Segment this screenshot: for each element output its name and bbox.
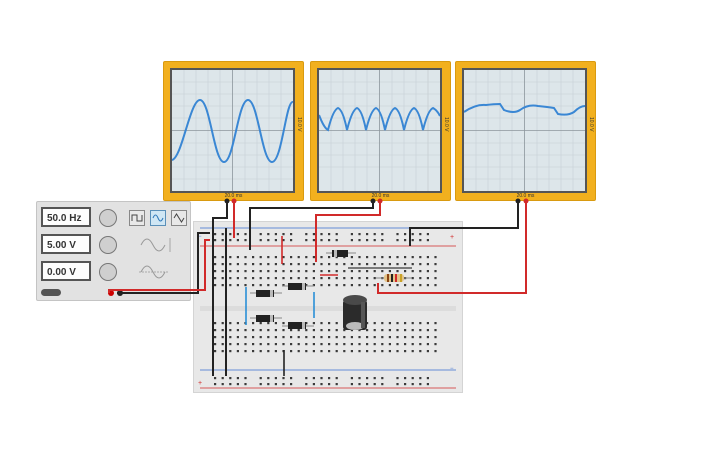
wire-generator-negative [117, 232, 210, 294]
oscilloscope-3-trace [463, 102, 586, 116]
oscilloscope-3-volt-label: 10.0 V [588, 117, 594, 132]
sine-wave-icon [152, 214, 164, 222]
oscilloscope-2-graph [318, 70, 441, 191]
frequency-display: 50.0 Hz [41, 207, 91, 227]
resistor [376, 274, 412, 282]
oscilloscope-1-screen [170, 68, 295, 193]
oscilloscope-2[interactable]: 10.0 V 20.0 ms [310, 61, 451, 201]
oscilloscope-3-screen [462, 68, 587, 193]
scope3-red-probe [523, 198, 529, 204]
square-wave-icon [131, 214, 143, 222]
diode-4 [282, 322, 314, 329]
triangle-wave-button[interactable] [171, 210, 187, 226]
wire-scope3-red [377, 201, 527, 294]
breadboard[interactable]: − + − + [193, 221, 463, 393]
oscilloscope-1-graph [171, 70, 294, 191]
output-positive-terminal[interactable] [108, 290, 114, 296]
square-wave-button[interactable] [129, 210, 145, 226]
oscilloscope-3-time-label: 20.0 ms [516, 193, 535, 199]
wire-scope2-black [249, 201, 374, 250]
wire-generator-positive [108, 239, 210, 293]
sine-wave-button[interactable] [150, 210, 166, 226]
wire-scope2-red [315, 201, 381, 262]
amplitude-icon [140, 238, 171, 252]
diode-3 [250, 315, 282, 322]
oscilloscope-1-time-label: 20.0 ms [224, 193, 243, 199]
oscilloscope-1-trace [171, 98, 294, 164]
oscilloscope-2-volt-label: 10.0 V [443, 117, 449, 132]
function-generator[interactable]: 50.0 Hz 5.00 V 0.00 V [36, 201, 191, 301]
rail-minus-bottom: − [450, 366, 454, 372]
amplitude-display: 5.00 V [41, 234, 91, 254]
breadboard-holes [200, 227, 456, 389]
diode-5 [326, 250, 356, 257]
rail-minus-top: − [198, 234, 202, 240]
oscilloscope-2-time-label: 20.0 ms [371, 193, 390, 199]
amplitude-knob[interactable] [99, 236, 117, 254]
oscilloscope-2-trace [318, 106, 441, 132]
scope2-red-probe [377, 198, 383, 204]
diode-2 [282, 283, 314, 290]
triangle-wave-icon [173, 213, 185, 223]
scope1-black-probe [224, 198, 230, 204]
capacitor [343, 295, 367, 330]
oscilloscope-2-screen [317, 68, 442, 193]
oscilloscope-1[interactable]: 10.0 V 20.0 ms [163, 61, 304, 201]
scope2-black-probe [370, 198, 376, 204]
oscilloscope-3-graph [463, 70, 586, 191]
scope3-black-probe [515, 198, 521, 204]
offset-icon [139, 265, 169, 279]
dc-offset-display: 0.00 V [41, 261, 91, 281]
diode-1 [250, 290, 282, 297]
dc-offset-knob[interactable] [99, 263, 117, 281]
wire-scope1-black [212, 201, 228, 376]
rail-plus-top: + [450, 234, 455, 241]
wire-scope3-black [409, 201, 519, 246]
frequency-knob[interactable] [99, 209, 117, 227]
scope1-red-probe [231, 198, 237, 204]
oscilloscope-3[interactable]: 10.0 V 20.0 ms [455, 61, 596, 201]
oscilloscope-1-volt-label: 10.0 V [296, 117, 302, 132]
rail-plus-bottom: + [198, 380, 203, 387]
power-toggle[interactable] [41, 289, 61, 296]
